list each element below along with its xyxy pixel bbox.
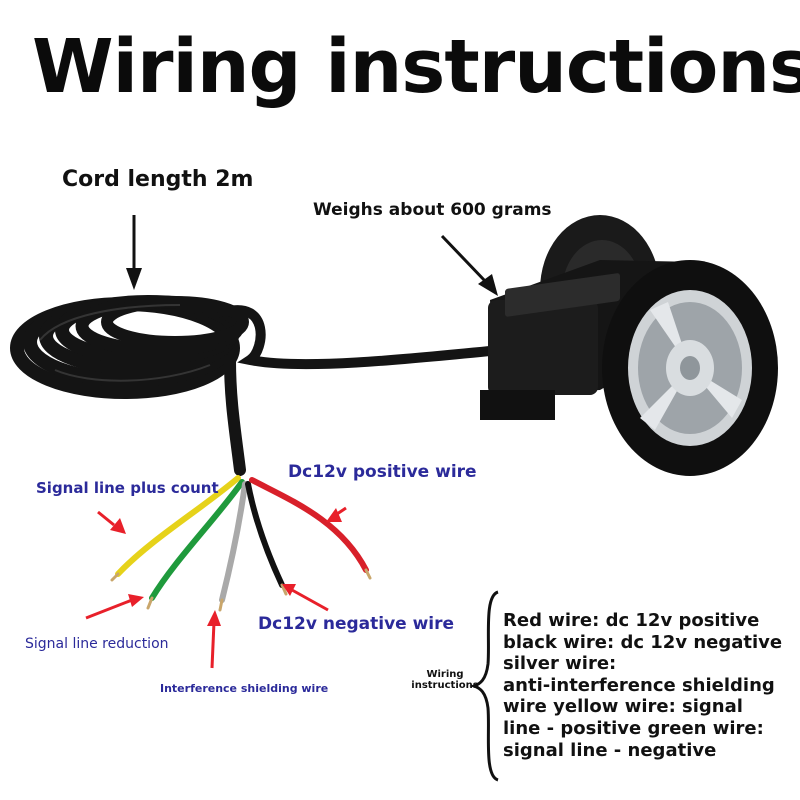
wiring-instructions-caption: Wiring instructions [401, 669, 489, 691]
page-title: Wiring instructions [32, 24, 800, 110]
silver-wire [219, 481, 248, 603]
pointer-arrows-red [85, 506, 347, 669]
wiring-line: wire yellow wire: signal [503, 696, 743, 718]
signal-plus-label: Signal line plus count [36, 479, 219, 497]
dc-positive-label: Dc12v positive wire [288, 462, 477, 482]
encoder-body [480, 215, 778, 476]
wiring-description: Red wire: dc 12v positive black wire: dc… [503, 610, 795, 761]
green-wire [149, 479, 245, 601]
wiring-caption-line: Wiring [426, 669, 464, 680]
weight-label: Weighs about 600 grams [313, 200, 552, 220]
red-wire [249, 477, 369, 573]
pointer-arrows-black [126, 215, 498, 296]
cord-length-label: Cord length 2m [62, 167, 254, 192]
wiring-line: silver wire: [503, 653, 617, 675]
yellow-wire [115, 475, 241, 577]
wiring-caption-line: instructions [411, 679, 479, 691]
curly-brace [469, 590, 499, 782]
coiled-cord [10, 295, 505, 476]
wiring-line: anti-interference shielding [503, 674, 775, 696]
wire-bundle [115, 475, 369, 603]
dc-negative-label: Dc12v negative wire [258, 614, 455, 634]
shielding-wire-label: Interference shielding wire [160, 682, 329, 695]
wiring-line: black wire: dc 12v negative [503, 631, 783, 653]
wiring-line: line - positive green wire: [503, 717, 764, 739]
signal-reduction-label: Signal line reduction [25, 636, 169, 652]
wiring-line: Red wire: dc 12v positive [503, 610, 760, 631]
wiring-line: signal line - negative [503, 739, 717, 761]
black-wire [245, 481, 285, 588]
